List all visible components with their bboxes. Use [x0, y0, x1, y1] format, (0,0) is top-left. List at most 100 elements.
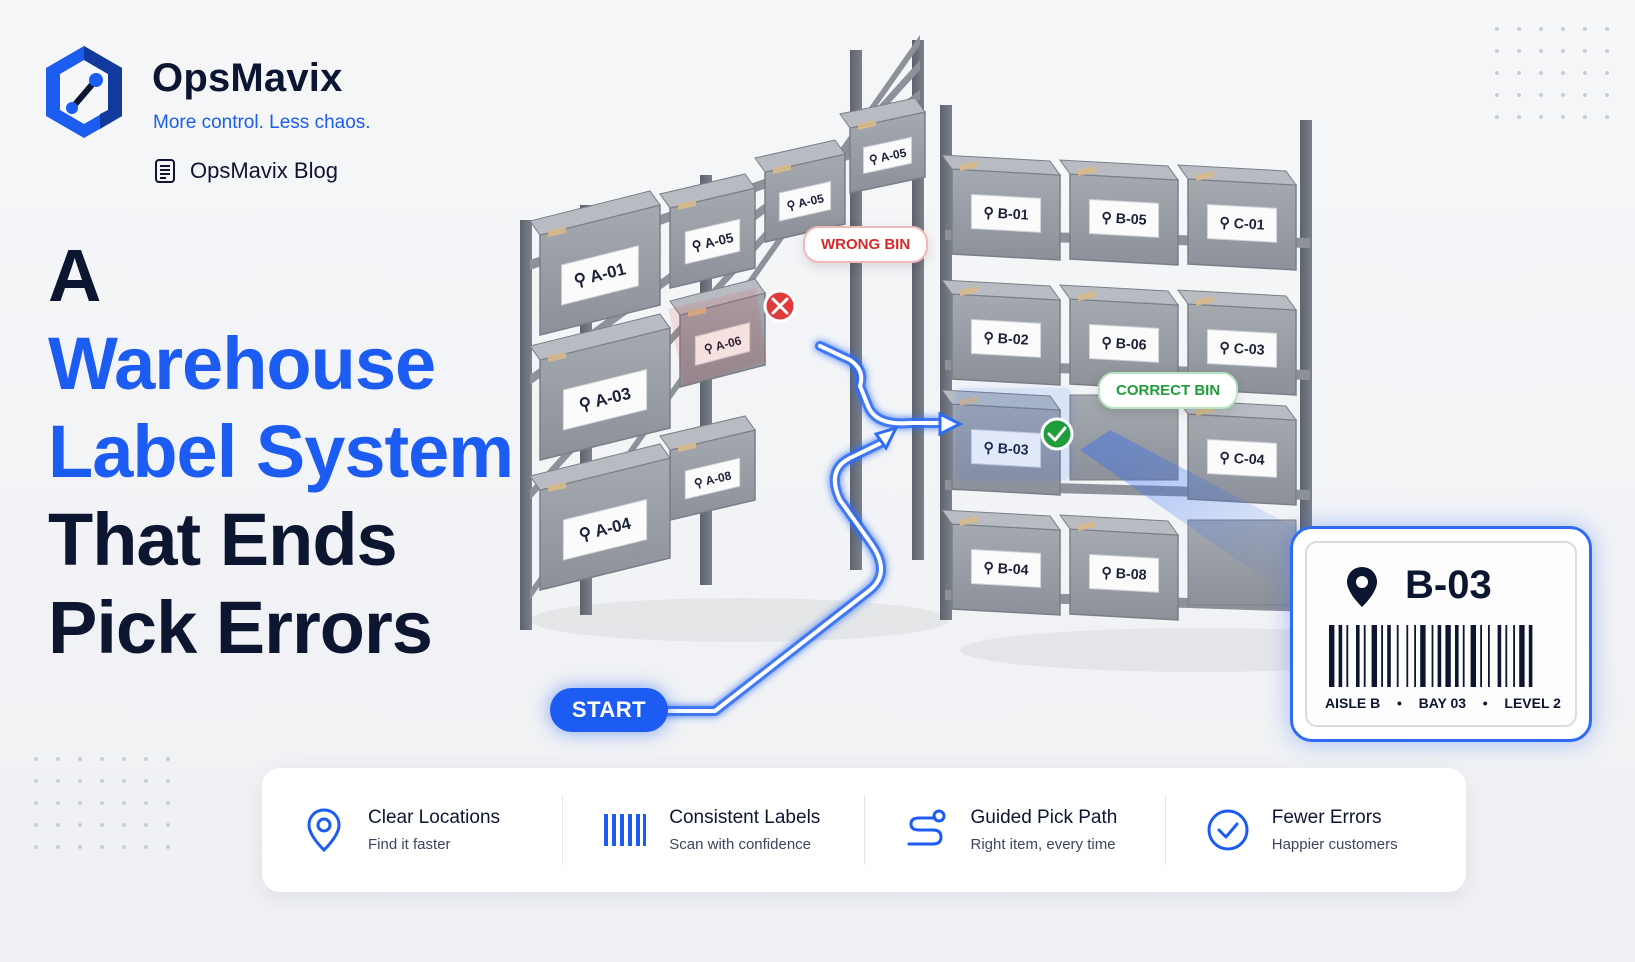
dot-grid-decoration: [34, 757, 170, 849]
opsmavix-logo-icon: [46, 46, 122, 138]
feature-title: Consistent Labels: [669, 807, 821, 828]
bin-label-bay: BAY 03: [1418, 695, 1467, 711]
barcode-bar: [1445, 625, 1451, 687]
bin-location-label: ⚲ C-04: [1219, 450, 1265, 468]
barcode-bar: [1519, 625, 1525, 687]
features-bar: Clear Locations Find it faster Consisten…: [262, 768, 1466, 892]
barcode-bar: [1462, 625, 1465, 687]
feature-subtitle: Happier customers: [1271, 836, 1398, 853]
feature-clear-locations: Clear Locations Find it faster: [262, 795, 562, 865]
route-icon: [907, 809, 945, 846]
headline-line: A: [48, 234, 101, 317]
shelf-post: [1300, 120, 1312, 640]
bin-location-label: ⚲ C-01: [1219, 215, 1265, 233]
headline-line: Label System: [48, 410, 514, 493]
barcode-bar: [1329, 625, 1335, 687]
barcode-bar: [1381, 625, 1383, 687]
bin-location-label: ⚲ B-02: [983, 330, 1029, 348]
bin-label-aisle: AISLE B: [1325, 695, 1381, 711]
storage-bin: ⚲ A-05: [659, 173, 756, 289]
barcode-bar: [1414, 625, 1416, 687]
brand-tagline: More control. Less chaos.: [153, 112, 371, 133]
correct-bin-callout: CORRECT BIN: [1098, 372, 1239, 409]
correct-bin-highlight: [956, 388, 1074, 480]
feature-fewer-errors: Fewer Errors Happier customers: [1164, 795, 1466, 865]
barcode-bar: [1371, 625, 1377, 687]
barcode-bar: [1363, 625, 1366, 687]
headline-line: Pick Errors: [48, 586, 433, 669]
storage-bin: ⚲ A-03: [529, 313, 671, 461]
barcode-icon: [1329, 625, 1533, 687]
separator: •: [1396, 695, 1402, 711]
dot-grid-decoration: [1495, 27, 1609, 119]
headline-line: That Ends: [48, 498, 398, 581]
storage-bin: ⚲ B-01: [940, 154, 1062, 261]
bin-location-label: ⚲ B-04: [983, 560, 1029, 578]
barcode-bar: [1406, 625, 1409, 687]
blog-link-label: OpsMavix Blog: [190, 158, 338, 183]
map-pin-icon: [307, 808, 341, 853]
shelf-post: [520, 220, 532, 630]
barcode-bar: [1528, 625, 1533, 687]
wrong-bin-callout: WRONG BIN: [803, 226, 929, 263]
brand-header: OpsMavix More control. Less chaos. OpsMa…: [42, 42, 462, 192]
bin-label-level: LEVEL 2: [1504, 695, 1561, 711]
feature-subtitle: Find it faster: [368, 836, 451, 853]
barcode-bar: [1505, 625, 1508, 687]
barcode-icon: [604, 814, 647, 846]
barcode-bar: [1346, 625, 1349, 687]
feature-consistent-labels: Consistent Labels Scan with confidence: [562, 795, 863, 865]
separator: •: [1482, 695, 1488, 711]
blog-link[interactable]: OpsMavix Blog: [152, 158, 338, 184]
shelf-a: ⚲ A-01⚲ A-05⚲ A-05⚲ A-05⚲ A-06⚲ A-03⚲ A-…: [520, 35, 926, 630]
bin-label-card: B-03 AISLE B • BAY 03 • LEVEL 2: [1290, 526, 1592, 742]
bin-location-label: ⚲ B-08: [1101, 565, 1147, 583]
storage-bin: ⚲ B-06: [1058, 284, 1180, 391]
bin-location-label: ⚲ B-05: [1101, 210, 1147, 228]
storage-bin: ⚲ B-04: [940, 509, 1062, 616]
shelf-b: ⚲ B-01 ⚲ B-05 ⚲ C-01 ⚲ B-02 ⚲ B-06 ⚲ C-03 ⚲ B-…: [940, 105, 1312, 640]
start-marker: START: [550, 688, 668, 732]
barcode-bar: [1437, 625, 1442, 687]
bin-location-label: ⚲ B-06: [1101, 335, 1147, 353]
barcode-bar: [1356, 625, 1360, 687]
bin-location-label: ⚲ C-03: [1219, 340, 1265, 358]
storage-bin: ⚲ B-08: [1058, 514, 1180, 621]
storage-bin: ⚲ A-06: [669, 278, 766, 388]
bin-location-label: ⚲ B-01: [983, 205, 1029, 223]
bin-label: B-03 AISLE B • BAY 03 • LEVEL 2: [1305, 541, 1577, 727]
storage-bin: ⚲ C-01: [1176, 164, 1298, 271]
barcode-bar: [1488, 625, 1490, 687]
barcode-bar: [1470, 625, 1476, 687]
storage-bin: ⚲ A-05: [754, 139, 846, 243]
storage-bin: ⚲ B-05: [1058, 159, 1180, 266]
feature-subtitle: Right item, every time: [970, 836, 1116, 853]
barcode-bar: [1387, 625, 1391, 687]
barcode-bar: [1455, 625, 1459, 687]
bin-label-code: B-03: [1405, 563, 1492, 607]
barcode-bar: [1338, 625, 1343, 687]
feature-title: Guided Pick Path: [970, 807, 1118, 828]
page-headline: A Warehouse Label System That Ends Pick …: [48, 232, 548, 672]
map-pin-icon: [1347, 567, 1377, 607]
check-circle-icon: [1207, 809, 1249, 851]
storage-bin: ⚲ A-05: [839, 97, 926, 194]
barcode-bar: [1431, 625, 1434, 687]
feature-title: Clear Locations: [368, 807, 501, 828]
barcode-bar: [1396, 625, 1399, 687]
document-icon: [155, 159, 175, 183]
barcode-bar: [1497, 625, 1502, 687]
brand-name: OpsMavix: [152, 56, 343, 100]
barcode-bar: [1480, 625, 1482, 687]
path-arrowhead: [873, 425, 899, 451]
headline-line: Warehouse: [48, 322, 436, 405]
storage-bin: ⚲ A-04: [529, 443, 671, 591]
bin-label-location: AISLE B • BAY 03 • LEVEL 2: [1325, 695, 1561, 711]
feature-subtitle: Scan with confidence: [669, 836, 812, 853]
storage-bin: ⚲ C-04: [1176, 399, 1298, 506]
wrong-bin-highlight: [668, 288, 797, 387]
storage-bin: ⚲ A-01: [529, 190, 661, 336]
path-arrowhead: [938, 411, 964, 437]
storage-bin: ⚲ A-08: [659, 415, 756, 521]
feature-guided-pick-path: Guided Pick Path Right item, every time: [863, 795, 1165, 865]
